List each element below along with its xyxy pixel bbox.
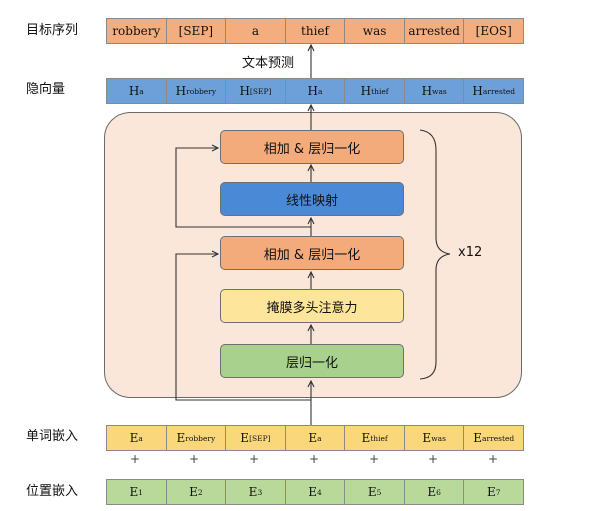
- target-token: a: [226, 19, 286, 43]
- target-token: was: [345, 19, 405, 43]
- plus-sign: +: [487, 452, 499, 466]
- plus-sign: +: [248, 452, 260, 466]
- repeat-count-label: x12: [458, 245, 483, 260]
- target-token: [SEP]: [167, 19, 227, 43]
- target-token: robbery: [107, 19, 167, 43]
- residual-connection-lower: [175, 254, 311, 401]
- target-sequence-row: robbery [SEP] a thief was arrested [EOS]: [106, 18, 524, 44]
- add-norm-block-top: 相加 & 层归一化: [220, 130, 404, 164]
- hidden-vector: H[SEP]: [226, 79, 286, 103]
- plus-sign: +: [368, 452, 380, 466]
- word-embedding-label: 单词嵌入: [26, 429, 79, 444]
- plus-sign: +: [188, 452, 200, 466]
- repeat-brace: [419, 129, 451, 380]
- add-norm-block-middle: 相加 & 层归一化: [220, 236, 404, 270]
- text-prediction-label: 文本预测: [242, 56, 295, 71]
- plus-sign: +: [427, 452, 439, 466]
- masked-attention-block: 掩膜多头注意力: [220, 289, 404, 323]
- target-sequence-label: 目标序列: [26, 23, 79, 38]
- target-token: thief: [286, 19, 346, 43]
- position-embedding-label: 位置嵌入: [26, 484, 79, 499]
- target-token: arrested: [405, 19, 465, 43]
- word-embedding: E[SEP]: [226, 426, 286, 450]
- residual-connection-upper: [175, 148, 311, 228]
- hidden-vector-label: 隐向量: [26, 82, 66, 97]
- plus-sign: +: [308, 452, 320, 466]
- linear-projection-block: 线性映射: [220, 182, 404, 216]
- target-token: [EOS]: [475, 24, 512, 38]
- layer-norm-block: 层归一化: [220, 344, 404, 378]
- plus-sign: +: [129, 452, 141, 466]
